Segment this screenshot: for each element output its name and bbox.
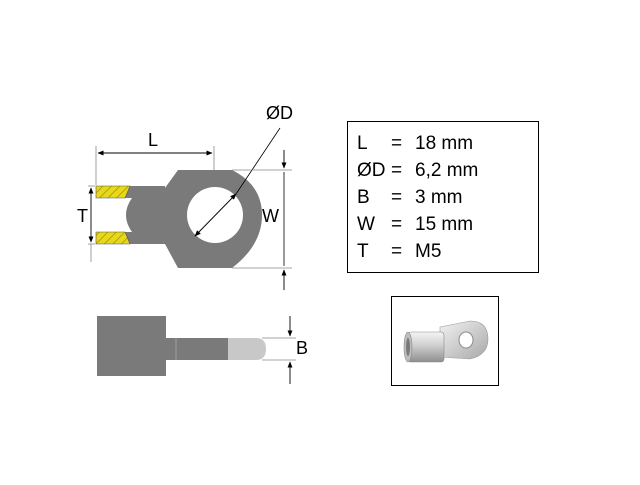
terminal-photo-illustration (403, 320, 489, 363)
spec-equals: = (391, 132, 403, 154)
spec-symbol: ØD (357, 159, 386, 181)
dimension-diameter: ØD (194, 103, 293, 237)
dimension-thickness: B (262, 316, 308, 384)
side-tongue (228, 338, 266, 360)
side-view (97, 316, 266, 376)
thread-hatch-upper (95, 185, 131, 199)
top-view (95, 170, 262, 268)
spec-table: L = 18 mm ØD = 6,2 mm B = 3 mm W = 15 mm… (347, 121, 539, 273)
spec-row-length: L = 18 mm (357, 130, 538, 157)
spec-row-thread: T = M5 (357, 238, 538, 265)
thread-hatch-lower (95, 231, 131, 245)
dimension-length: L (95, 130, 215, 185)
label-length: L (148, 130, 158, 150)
label-thickness: B (296, 338, 308, 358)
spec-value: M5 (415, 240, 442, 262)
spec-equals: = (391, 240, 403, 262)
spec-value: 3 mm (415, 186, 463, 208)
spec-row-width: W = 15 mm (357, 211, 538, 238)
sleeve-body (96, 186, 165, 244)
side-sleeve (97, 316, 166, 376)
spec-value: 18 mm (415, 132, 474, 154)
spec-value: 15 mm (415, 213, 474, 235)
label-diameter: ØD (266, 103, 293, 123)
dimension-width: W (232, 150, 292, 290)
dimension-thread: T (77, 185, 95, 262)
spec-equals: = (391, 186, 403, 208)
spec-symbol: L (357, 132, 368, 154)
spec-row-diameter: ØD = 6,2 mm (357, 157, 538, 184)
spec-equals: = (391, 159, 403, 181)
spec-equals: = (391, 213, 403, 235)
side-shank (166, 338, 228, 360)
product-photo (391, 296, 499, 386)
spec-symbol: T (357, 240, 369, 262)
label-thread: T (77, 206, 88, 226)
spec-symbol: W (357, 213, 375, 235)
spec-row-thickness: B = 3 mm (357, 184, 538, 211)
spec-symbol: B (357, 186, 370, 208)
spec-value: 6,2 mm (415, 159, 479, 181)
label-width: W (262, 206, 279, 226)
